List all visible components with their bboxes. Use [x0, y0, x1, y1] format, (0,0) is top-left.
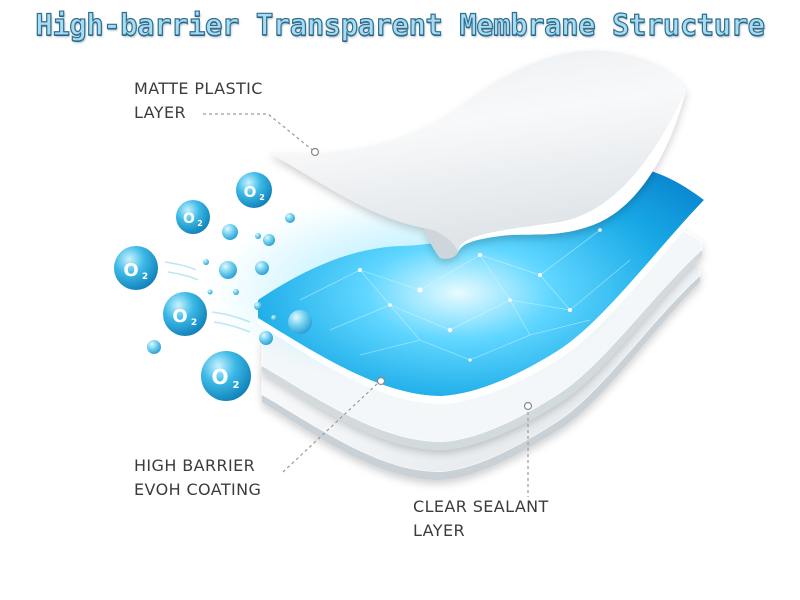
svg-text:2: 2: [259, 193, 265, 202]
page-title: High-barrier Transparent Membrane Struct…: [35, 7, 766, 42]
o2-molecule: O 2: [201, 351, 251, 401]
evoh-coating-label: HIGH BARRIER EVOH COATING: [134, 454, 261, 502]
o2-molecule: O 2: [163, 292, 207, 336]
evoh-layer-pointer: [376, 376, 386, 386]
matte-plastic-label-line2: LAYER: [134, 103, 186, 122]
svg-text:O: O: [123, 260, 138, 281]
matte-plastic-label-line1: MATTE PLASTIC: [134, 79, 263, 98]
o2-molecule: O 2: [114, 246, 158, 290]
clear-sealant-label: CLEAR SEALANT LAYER: [413, 495, 549, 543]
svg-text:O: O: [183, 211, 195, 227]
matte-plastic-label: MATTE PLASTIC LAYER: [134, 77, 263, 125]
matte-layer-pointer: [310, 147, 320, 157]
o2-molecule: O 2: [236, 172, 272, 208]
svg-text:O: O: [211, 365, 228, 389]
evoh-coating-label-line1: HIGH BARRIER: [134, 456, 256, 475]
leader-lines: [203, 113, 529, 497]
svg-text:2: 2: [197, 219, 203, 228]
air-bubbles: [147, 213, 312, 354]
o2-molecule: O 2: [176, 200, 210, 234]
oxygen-molecules: O 2 O 2 O 2 O 2 O 2: [114, 172, 272, 401]
svg-text:2: 2: [233, 380, 240, 391]
sealant-layer-pointer: [523, 401, 533, 411]
svg-text:O: O: [172, 306, 187, 327]
svg-text:2: 2: [142, 272, 148, 282]
clear-sealant-label-line1: CLEAR SEALANT: [413, 497, 549, 516]
matte-plastic-sheet: [268, 50, 686, 259]
clear-sealant-label-line2: LAYER: [413, 521, 465, 540]
svg-text:2: 2: [191, 318, 197, 328]
motion-lines: [164, 261, 251, 333]
evoh-coating-label-line2: EVOH COATING: [134, 480, 262, 499]
svg-text:O: O: [244, 183, 257, 201]
